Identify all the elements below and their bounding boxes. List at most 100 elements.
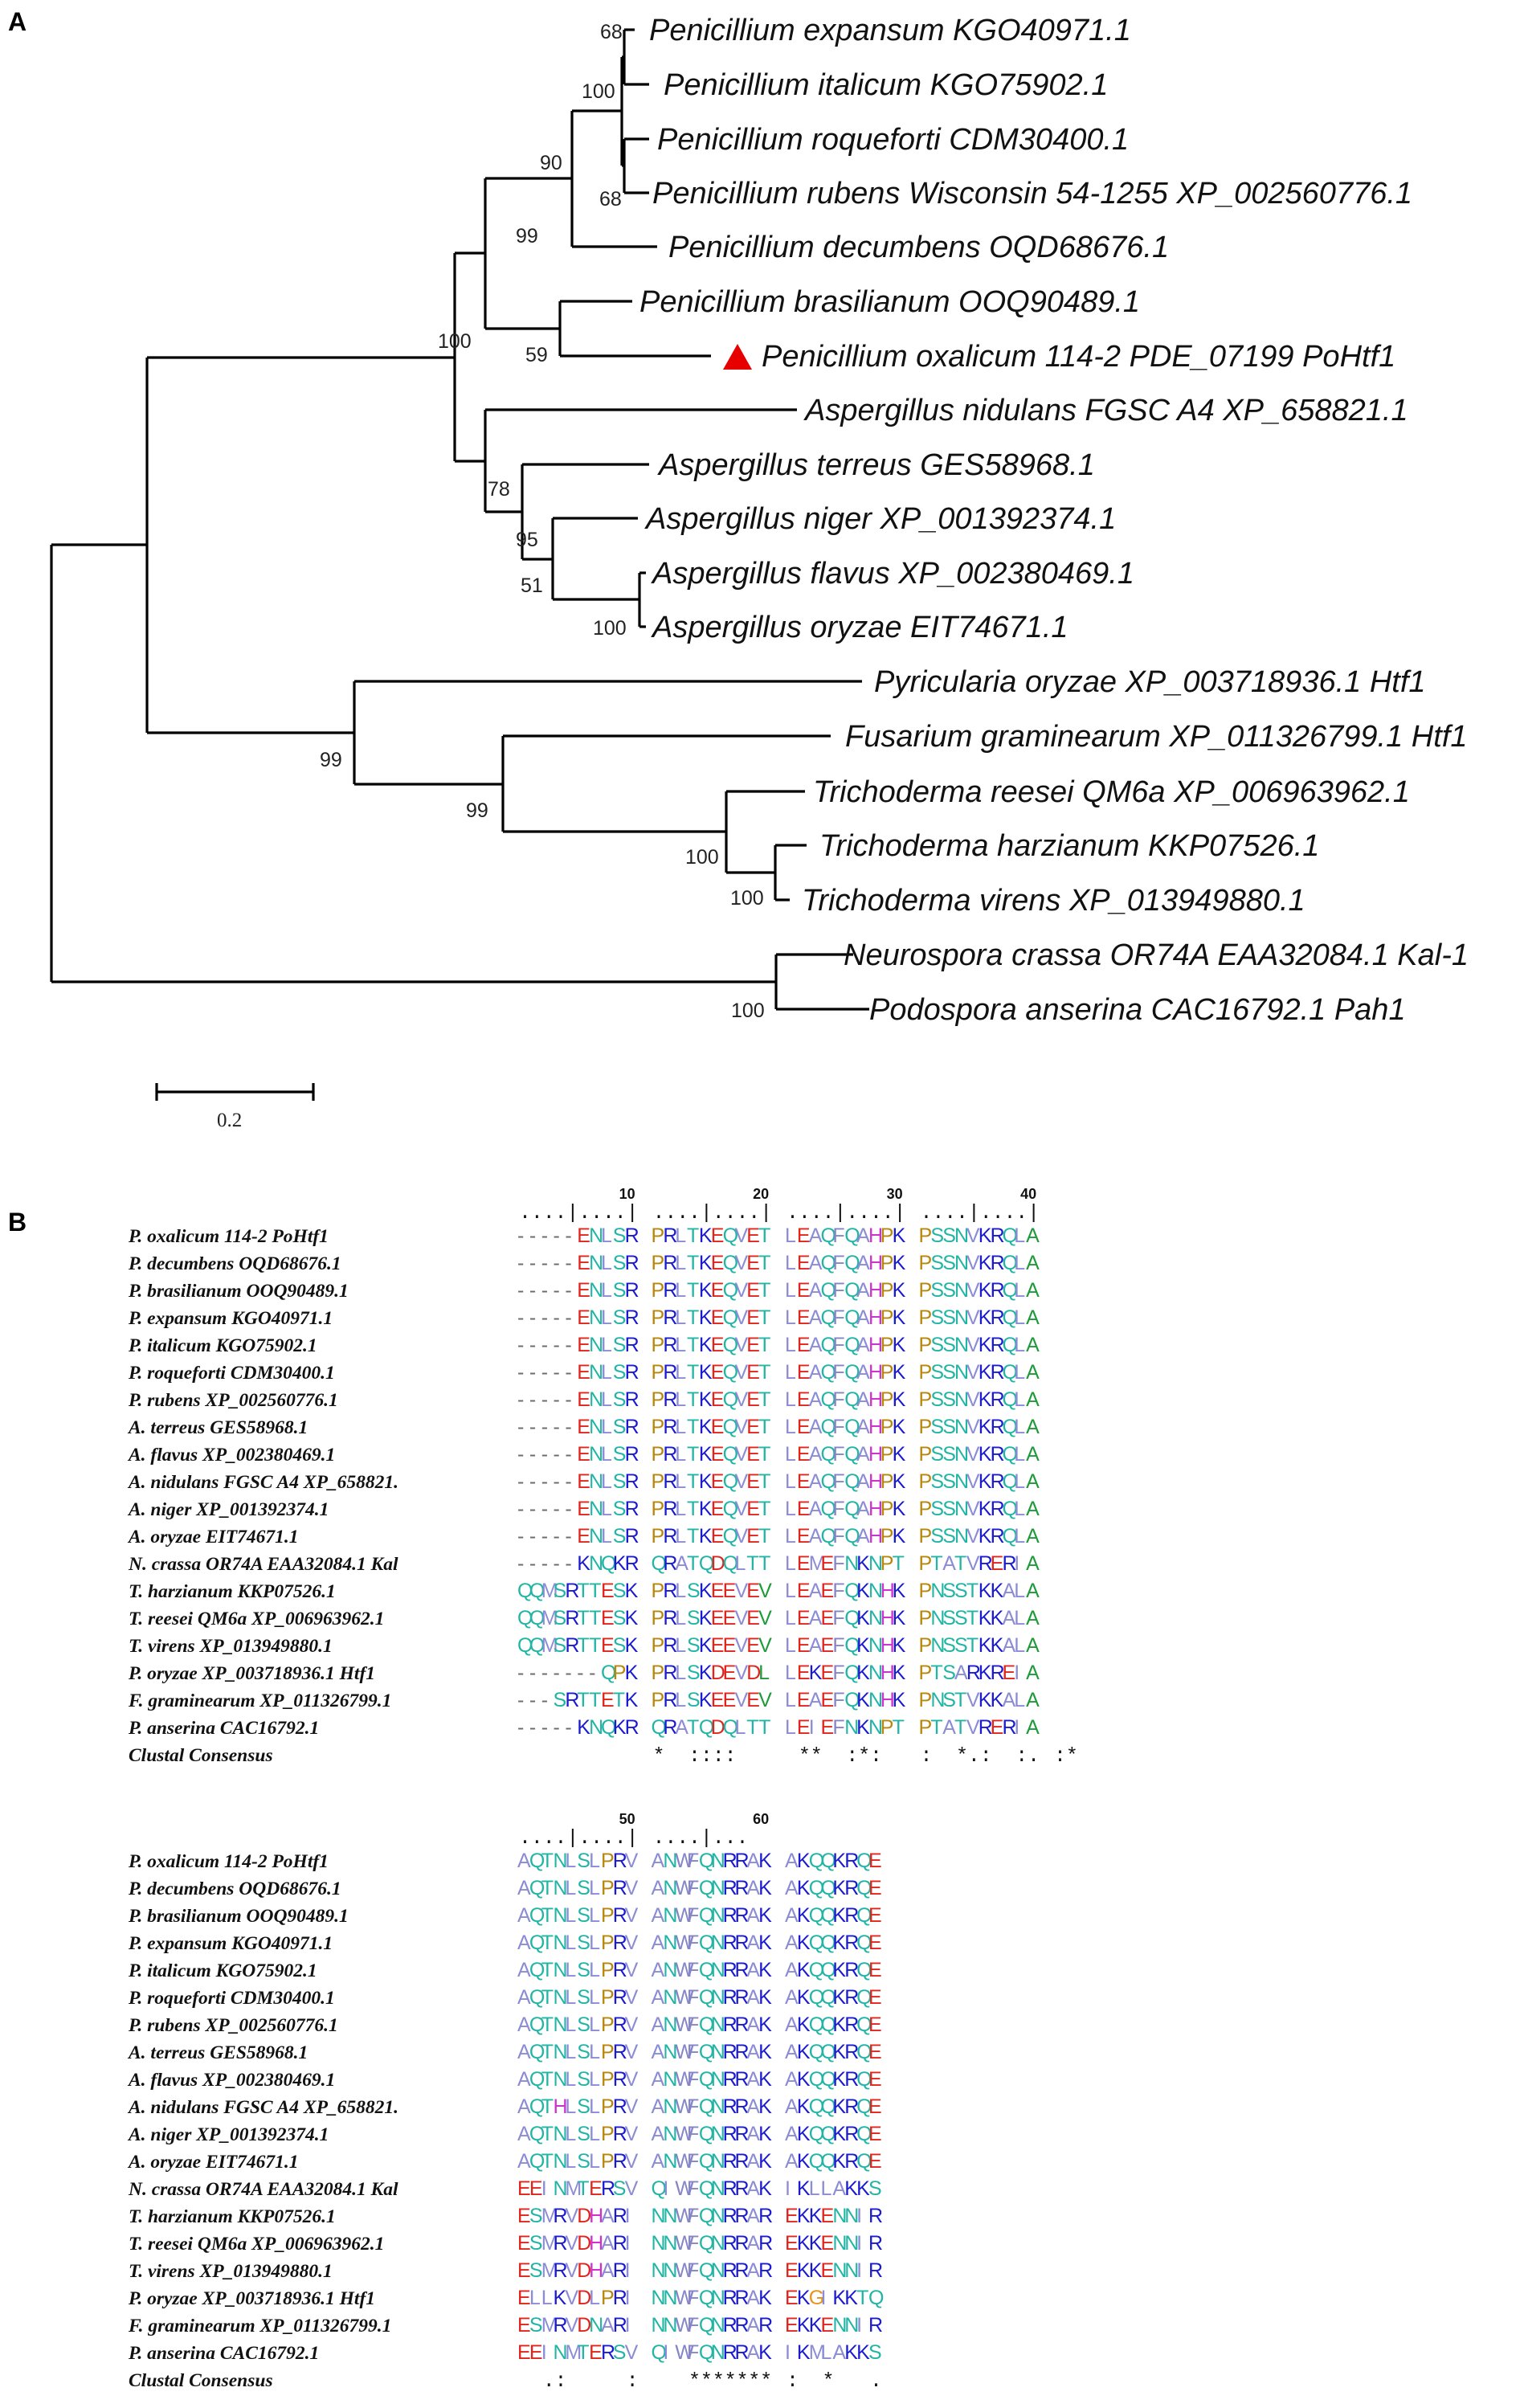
residue: - — [517, 1224, 524, 1247]
residue: V — [966, 1525, 980, 1547]
residue: S — [687, 1607, 701, 1629]
residue: N — [663, 1986, 677, 2009]
residue: K — [832, 1877, 846, 1899]
residue: E — [746, 1634, 760, 1657]
residue: Q — [1002, 1416, 1017, 1438]
residue: P — [880, 1716, 894, 1739]
residue: T — [758, 1334, 770, 1356]
residue: T — [577, 2341, 589, 2364]
residue: N — [954, 1224, 969, 1247]
residue: N — [589, 1552, 603, 1575]
consensus-label: Clustal Consensus — [129, 2370, 273, 2391]
tree-branches — [50, 28, 869, 1011]
panel-label-b: B — [8, 1208, 27, 1237]
consensus-symbol: * — [713, 2369, 725, 2393]
residue: A — [809, 1416, 823, 1438]
sequence-name: A. terreus GES58968.1 — [127, 2042, 308, 2063]
residue: S — [942, 1689, 956, 1711]
residue: E — [746, 1306, 760, 1329]
residue: R — [734, 2287, 749, 2309]
residue: K — [979, 1689, 992, 1711]
residue: Q — [652, 2177, 667, 2200]
residue: Q — [856, 1877, 872, 1899]
residue: R — [625, 1552, 639, 1575]
residue: K — [797, 2150, 811, 2173]
residue: H — [880, 1689, 895, 1711]
residue: M — [565, 2177, 582, 2200]
residue: A — [746, 2205, 760, 2227]
residue: Q — [821, 2068, 836, 2091]
consensus-symbol: : — [701, 1744, 713, 1768]
residue: T — [541, 2123, 554, 2145]
residue: N — [868, 1716, 883, 1739]
residue: W — [675, 2341, 694, 2364]
residue: D — [746, 1662, 761, 1684]
residue: - — [565, 1279, 571, 1302]
residue: L — [675, 1607, 686, 1629]
residue: L — [1014, 1470, 1025, 1493]
residue: P — [919, 1279, 933, 1302]
residue: R — [723, 1904, 737, 1927]
residue: A — [856, 1388, 870, 1411]
residue: M — [541, 1634, 558, 1657]
residue: Q — [699, 1716, 714, 1739]
residue: L — [589, 1877, 600, 1899]
residue: R — [734, 2041, 749, 2063]
residue: R — [723, 2259, 737, 2282]
residue: T — [758, 1552, 770, 1575]
residue: Q — [723, 1470, 738, 1493]
residue: Q — [856, 1959, 872, 1981]
residue: K — [797, 2287, 811, 2309]
residue: Q — [699, 2123, 714, 2145]
residue: I — [1014, 1552, 1019, 1575]
residue: T — [856, 2287, 868, 2309]
consensus-symbol: * — [799, 1744, 811, 1768]
residue: L — [785, 1306, 796, 1329]
residue: K — [893, 1306, 906, 1329]
residue: K — [758, 2013, 772, 2036]
residue: A — [856, 1525, 870, 1547]
residue: F — [832, 1279, 844, 1302]
residue: A — [652, 2041, 665, 2063]
ruler-tick: . — [787, 1201, 799, 1224]
residue: T — [758, 1252, 770, 1274]
ruler-tick: . — [858, 1201, 870, 1224]
residue: A — [1026, 1525, 1040, 1547]
residue: M — [541, 2314, 558, 2336]
residue: H — [868, 1224, 883, 1247]
sequence-name: T. virens XP_013949880.1 — [129, 2261, 333, 2282]
residue: R — [613, 1904, 627, 1927]
residue: Q — [529, 1607, 545, 1629]
residue: K — [625, 1607, 639, 1629]
residue: - — [541, 1498, 548, 1520]
residue: Q — [699, 2341, 714, 2364]
residue: E — [868, 2095, 882, 2118]
residue: L — [675, 1279, 686, 1302]
residue: Q — [529, 1904, 545, 1927]
taxon-label: Aspergillus nidulans FGSC A4 XP_658821.1 — [803, 394, 1408, 427]
residue: K — [979, 1470, 992, 1493]
residue: S — [930, 1306, 944, 1329]
residue: A — [601, 2205, 615, 2227]
residue: N — [844, 2259, 859, 2282]
residue: S — [613, 1224, 627, 1247]
bootstrap-value: 99 — [320, 749, 342, 771]
residue: A — [809, 1334, 823, 1356]
residue: - — [529, 1388, 536, 1411]
residue: Q — [821, 1416, 836, 1438]
residue: E — [797, 1252, 811, 1274]
residue: P — [919, 1361, 933, 1384]
residue: R — [723, 2232, 737, 2255]
residue: E — [797, 1689, 811, 1711]
residue: W — [675, 2205, 694, 2227]
residue: N — [554, 1904, 568, 1927]
residue: R — [663, 1525, 677, 1547]
residue: L — [785, 1334, 796, 1356]
residue: Q — [601, 1716, 616, 1739]
residue: T — [541, 1959, 554, 1981]
taxon-label: Penicillium expansum KGO40971.1 — [649, 14, 1131, 47]
residue: T — [589, 1689, 601, 1711]
taxon-label: Pyricularia oryzae XP_003718936.1 Htf1 — [874, 665, 1426, 699]
residue: R — [613, 1850, 627, 1872]
